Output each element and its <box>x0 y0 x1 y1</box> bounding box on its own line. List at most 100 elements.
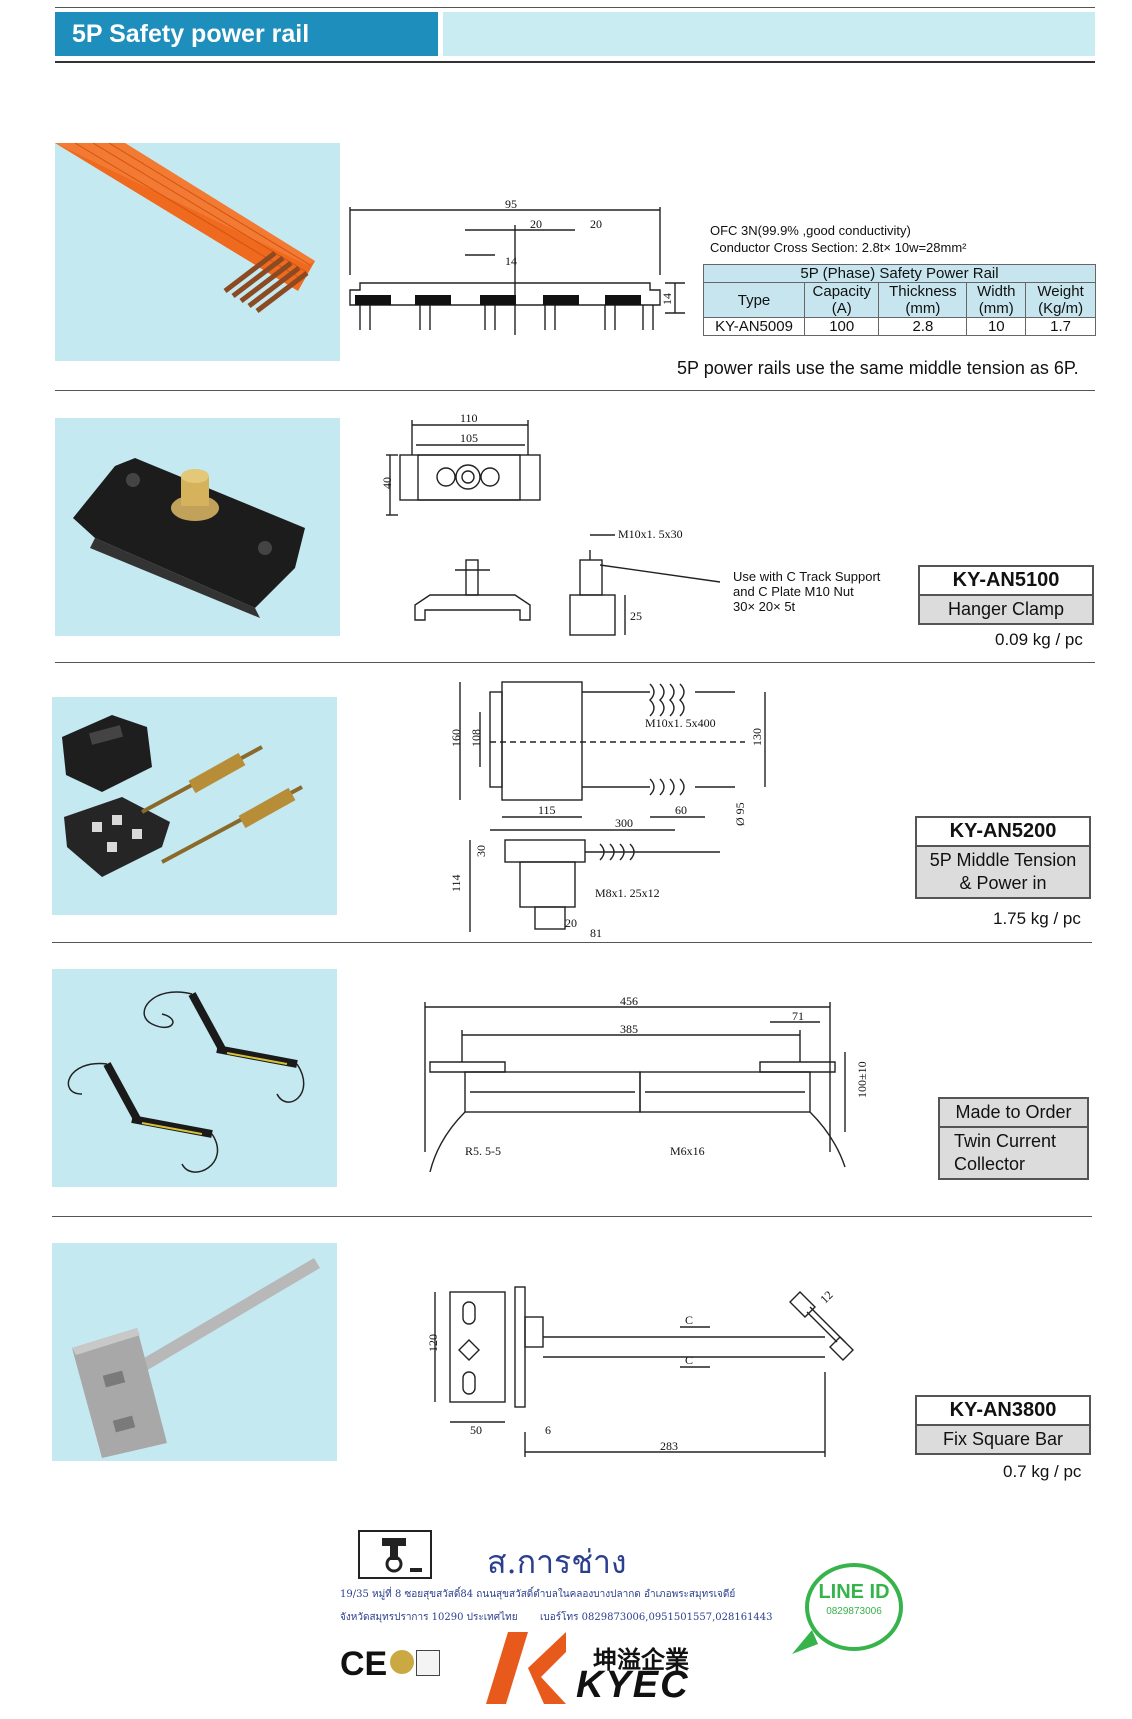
collector-dim-r: R5. 5-5 <box>465 1144 501 1158</box>
squarebar-name: Fix Square Bar <box>917 1426 1089 1453</box>
rail-col-type: Type <box>703 282 805 318</box>
company-name: ส.การช่าง <box>487 1543 627 1581</box>
hanger-note-line2: and C Plate M10 Nut <box>733 584 854 599</box>
rail-dim-14v: 14 <box>660 293 674 305</box>
collector-dim-100: 100±10 <box>855 1061 869 1098</box>
tension-dim-300: 300 <box>615 816 633 830</box>
rail-cell-thickness: 2.8 <box>878 317 968 336</box>
squarebar-dim-12: 12 <box>817 1288 835 1306</box>
header-accent-bar <box>443 12 1095 56</box>
collector-drawing: 456 385 71 100±10 R5. 5-5 M6x16 <box>424 994 869 1172</box>
company-address-line1: 19/35 หมู่ที่ 8 ซอยสุขสวัสดิ์84 ถนนสุขสว… <box>340 1589 736 1600</box>
squarebar-label-box: KY-AN3800 Fix Square Bar <box>915 1395 1091 1455</box>
line-id-label: LINE ID <box>818 1581 890 1603</box>
squarebar-drawing: 120 50 6 283 12 C C <box>426 1286 854 1457</box>
line-id-badge: LINE ID 0829873006 <box>805 1563 903 1651</box>
brand-chinese-name: 坤溢企業 <box>593 1647 689 1674</box>
line-badge-tail-icon <box>792 1630 818 1654</box>
rail-spec-section: Conductor Cross Section: 2.8t× 10w=28mm² <box>710 240 967 255</box>
quality-badge-icon <box>416 1650 440 1676</box>
collector-dim-385: 385 <box>620 1022 638 1036</box>
collector-dim-bolt: M6x16 <box>670 1144 705 1158</box>
tension-drawing: M10x1. 5x400 160 108 130 115 300 60 Ø 95… <box>450 681 766 940</box>
header-top-rule <box>55 7 1095 8</box>
hanger-code: KY-AN5100 <box>920 567 1092 596</box>
company-address-line2: จังหวัดสมุทรปราการ 10290 ประเทศไทย <box>340 1612 518 1623</box>
collector-title: Made to Order <box>940 1099 1087 1128</box>
rail-dim-95: 95 <box>505 197 517 211</box>
hanger-label-box: KY-AN5100 Hanger Clamp <box>918 565 1094 625</box>
brand-name: KYEC <box>576 1664 690 1706</box>
squarebar-dim-120: 120 <box>426 1334 440 1352</box>
collector-name-line1: Twin Current <box>954 1131 1057 1151</box>
hanger-dim-25: 25 <box>630 609 642 623</box>
tension-dim-60: 60 <box>675 803 687 817</box>
tension-dim-bolt: M10x1. 5x400 <box>645 716 716 730</box>
hanger-drawing: 110 105 40 M10x1. 5x30 25 <box>380 411 721 636</box>
header-bottom-rule <box>55 61 1095 63</box>
collector-label-box: Made to Order Twin Current Collector <box>938 1097 1089 1180</box>
squarebar-dim-283: 283 <box>660 1439 678 1453</box>
collector-photo <box>52 969 337 1187</box>
tension-name-line2: & Power in <box>959 873 1047 893</box>
rail-col-thickness: Thickness (mm) <box>878 282 968 318</box>
tension-name: 5P Middle Tension & Power in <box>917 847 1089 897</box>
page-title: 5P Safety power rail <box>72 20 310 48</box>
hanger-note-line3: 30× 20× 5t <box>733 599 796 614</box>
tension-dim-115: 115 <box>538 803 556 817</box>
hanger-dim-110: 110 <box>460 411 478 425</box>
company-phone: เบอร์โทร 0829873006,0951501557,028161443 <box>540 1612 773 1623</box>
tension-dim-130: 130 <box>750 728 764 746</box>
hanger-photo <box>55 418 340 636</box>
tension-dim-108: 108 <box>469 729 483 747</box>
squarebar-code: KY-AN3800 <box>917 1397 1089 1426</box>
hanger-dim-105: 105 <box>460 431 478 445</box>
squarebar-weight: 0.7 kg / pc <box>1003 1462 1082 1481</box>
rail-col-weight: Weight (Kg/m) <box>1025 282 1096 318</box>
tension-dim-30: 30 <box>474 845 488 857</box>
collector-name-line2: Collector <box>954 1154 1026 1174</box>
rail-note: 5P power rails use the same middle tensi… <box>677 358 1079 378</box>
tension-dim-160: 160 <box>450 729 463 747</box>
certification-badge-icon <box>390 1650 414 1674</box>
rail-col-width: Width (mm) <box>966 282 1027 318</box>
rail-spec: OFC 3N(99.9% ,good conductivity) Conduct… <box>710 222 967 256</box>
section-divider <box>55 662 1095 663</box>
rail-cell-capacity: 100 <box>803 317 880 336</box>
rail-spec-table: 5P (Phase) Safety Power Rail Type Capaci… <box>703 264 1096 336</box>
rail-cross-section-drawing: 95 20 20 14 14 <box>349 197 685 335</box>
company-logo <box>358 1530 432 1579</box>
rail-photo <box>55 143 340 361</box>
tension-name-line1: 5P Middle Tension <box>929 850 1077 870</box>
collector-dim-71: 71 <box>792 1009 804 1023</box>
section-divider <box>52 942 1092 943</box>
hanger-name: Hanger Clamp <box>920 596 1092 623</box>
rail-cell-weight: 1.7 <box>1025 317 1096 336</box>
hanger-note: Use with C Track Support and C Plate M10… <box>733 569 880 614</box>
squarebar-dim-50: 50 <box>470 1423 482 1437</box>
squarebar-photo <box>52 1243 337 1461</box>
rail-dim-14: 14 <box>505 254 517 268</box>
tension-photo <box>52 697 337 915</box>
section-divider <box>55 390 1095 391</box>
squarebar-dim-6: 6 <box>545 1423 551 1437</box>
rail-dim-20b: 20 <box>590 217 602 231</box>
tension-dim-bolt2: M8x1. 25x12 <box>595 886 660 900</box>
squarebar-dim-c2: C <box>685 1353 693 1367</box>
rail-cell-type: KY-AN5009 <box>703 317 805 336</box>
tension-weight: 1.75 kg / pc <box>993 909 1081 928</box>
kyec-logo-icon <box>486 1632 566 1704</box>
line-id-number: 0829873006 <box>826 1606 882 1617</box>
collector-name: Twin Current Collector <box>940 1128 1087 1178</box>
tension-label-box: KY-AN5200 5P Middle Tension & Power in <box>915 816 1091 899</box>
tension-code: KY-AN5200 <box>917 818 1089 847</box>
rail-table-title: 5P (Phase) Safety Power Rail <box>703 264 1096 283</box>
rail-dim-20a: 20 <box>530 217 542 231</box>
hanger-dim-bolt: M10x1. 5x30 <box>618 527 683 541</box>
ce-mark: CE <box>340 1645 388 1683</box>
hanger-note-line1: Use with C Track Support <box>733 569 881 584</box>
tension-dim-81: 81 <box>590 926 602 940</box>
hanger-dim-40: 40 <box>380 477 394 489</box>
tension-dim-114: 114 <box>450 874 463 892</box>
squarebar-dim-c1: C <box>685 1313 693 1327</box>
